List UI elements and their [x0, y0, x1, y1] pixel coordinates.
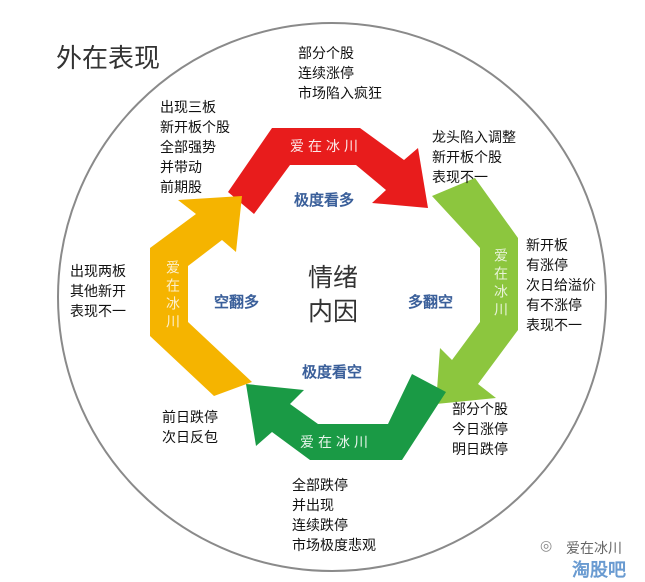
wechat-icon: ◎ [540, 538, 553, 554]
note-bottom-left-line: 次日反包 [162, 430, 218, 446]
note-top-left-line: 前期股 [160, 180, 202, 196]
light-green-arrow [432, 178, 518, 404]
note-right-line: 有不涨停 [526, 298, 582, 314]
watermark-bottom: 淘股吧 [572, 560, 626, 581]
phase-label-bottom: 极度看空 [302, 363, 363, 381]
page-title: 外在表现 [56, 44, 161, 74]
green-arrow-label: 爱在冰川 [300, 435, 372, 451]
phase-label-right: 多翻空 [408, 293, 454, 311]
note-bottom-right-line: 部分个股 [452, 402, 508, 418]
note-top-right-line: 表现不一 [432, 170, 488, 186]
note-bottom-left-line: 前日跌停 [162, 410, 218, 426]
note-right-line: 次日给溢价 [526, 278, 596, 294]
center-line-2: 内因 [308, 297, 359, 326]
note-top-line: 连续涨停 [298, 66, 354, 82]
note-top-left-line: 出现三板 [160, 100, 216, 116]
note-top-right-line: 新开板个股 [432, 150, 502, 166]
phase-label-left: 空翻多 [214, 293, 260, 311]
note-right-line: 表现不一 [526, 318, 582, 334]
light-green-arrow-label: 爱在冰川 [492, 248, 508, 320]
note-top-left-line: 新开板个股 [160, 120, 230, 136]
note-top-line: 市场陷入疯狂 [298, 86, 382, 102]
note-top-left-line: 全部强势 [160, 140, 216, 156]
red-arrow [228, 128, 428, 214]
note-left-line: 出现两板 [70, 264, 126, 280]
note-bottom-line: 连续跌停 [292, 518, 348, 534]
green-arrow [246, 374, 446, 460]
outer-circle [57, 22, 607, 572]
center-line-1: 情绪 [308, 263, 359, 292]
note-top-line: 部分个股 [298, 46, 354, 62]
note-left-line: 其他新开 [70, 284, 126, 300]
note-left-line: 表现不一 [70, 304, 126, 320]
note-top-right-line: 龙头陷入调整 [432, 130, 516, 146]
orange-arrow-label: 爱在冰川 [164, 260, 180, 332]
phase-label-top: 极度看多 [294, 191, 355, 209]
note-bottom-line: 并出现 [292, 498, 334, 514]
note-right-line: 新开板 [526, 238, 568, 254]
note-bottom-right-line: 明日跌停 [452, 442, 508, 458]
note-bottom-line: 全部跌停 [292, 478, 348, 494]
note-bottom-right-line: 今日涨停 [452, 422, 508, 438]
watermark-top: 爱在冰川 [566, 541, 622, 557]
note-right-line: 有涨停 [526, 258, 568, 274]
note-top-left-line: 并带动 [160, 160, 202, 176]
orange-arrow [150, 196, 252, 396]
red-arrow-label: 爱在冰川 [290, 139, 362, 155]
note-bottom-line: 市场极度悲观 [292, 538, 376, 554]
